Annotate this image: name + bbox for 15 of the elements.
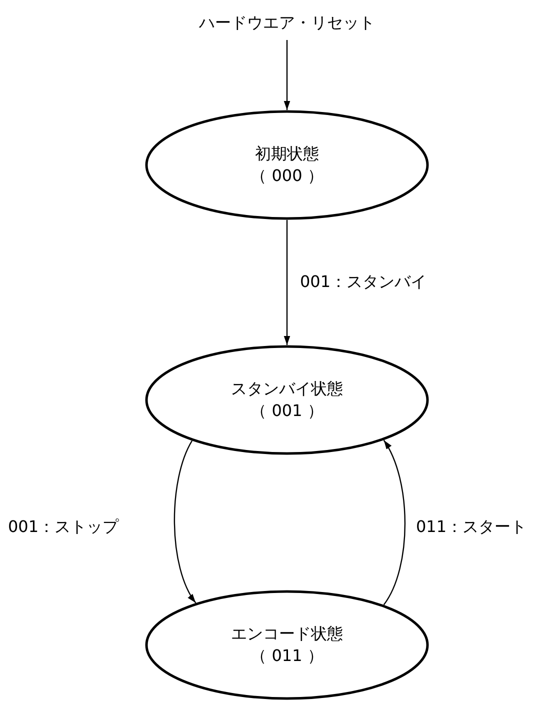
state-ellipse (145, 590, 429, 700)
state-name: スタンバイ状態 (231, 378, 343, 400)
transition-arrow (174, 440, 196, 604)
transition-arrow (383, 440, 406, 606)
state-name: エンコード状態 (231, 623, 343, 645)
transition-arrow (284, 220, 290, 345)
state-ellipse (145, 110, 429, 220)
transition-arrow (284, 40, 290, 110)
start-label: ハードウエア・リセット (199, 12, 375, 34)
state-ellipse (145, 345, 429, 455)
state-code: （ 001 ） (250, 400, 324, 422)
state-code: （ 011 ） (250, 645, 324, 667)
state-code: （ 000 ） (250, 165, 324, 187)
edge-label: 001：ストップ (6, 517, 121, 537)
state-name: 初期状態 (255, 143, 319, 165)
